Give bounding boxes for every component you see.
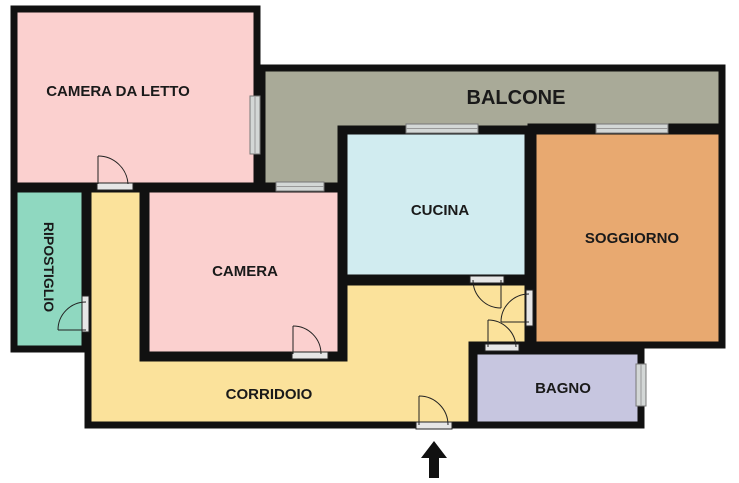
room-camera-da-letto: CAMERA DA LETTO [10, 5, 261, 190]
camera-floor [142, 185, 345, 359]
windows [249, 95, 669, 407]
balcone-label: BALCONE [467, 87, 566, 109]
soggiorno-floor [529, 127, 726, 349]
door-camera [291, 325, 329, 360]
room-cucina: CUCINA [340, 127, 532, 282]
door-entrance [415, 395, 453, 430]
camera-da-letto-floor [10, 5, 261, 190]
room-bagno: BAGNO [470, 347, 645, 429]
bagno-floor [470, 347, 645, 429]
room-ripostiglio: RIPOSTIGLIO [10, 185, 89, 353]
corridoio-label: CORRIDOIO [226, 386, 313, 403]
door-cucina [469, 275, 505, 309]
soggiorno-label: SOGGIORNO [585, 230, 680, 247]
door-ripostiglio [57, 295, 90, 333]
door-camera-da-letto [96, 155, 134, 191]
bagno-label: BAGNO [535, 380, 591, 397]
room-soggiorno: SOGGIORNO [529, 127, 726, 349]
room-camera: CAMERA [142, 185, 345, 359]
camera-label: CAMERA [212, 263, 278, 280]
ripostiglio-floor [10, 185, 89, 353]
entrance-arrow-icon [421, 441, 447, 478]
cucina-label: CUCINA [411, 202, 469, 219]
door-bagno [484, 319, 520, 352]
door-soggiorno [500, 289, 534, 327]
ripostiglio-label: RIPOSTIGLIO [41, 222, 57, 312]
camera-da-letto-label: CAMERA DA LETTO [46, 83, 190, 100]
doors [57, 155, 534, 430]
